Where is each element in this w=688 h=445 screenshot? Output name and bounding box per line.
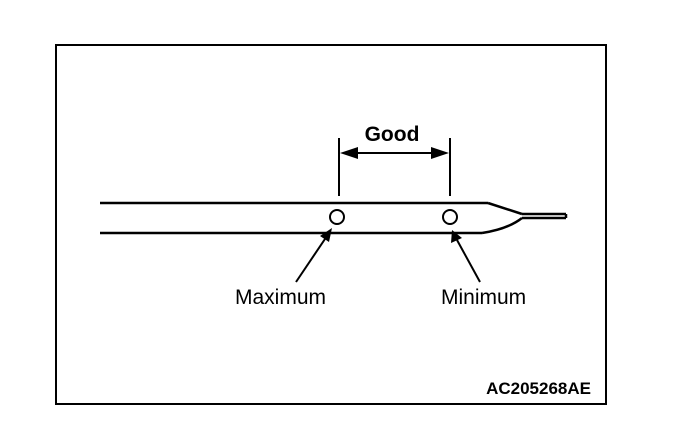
max-leader <box>295 228 332 283</box>
max-level-mark <box>329 209 345 225</box>
min-level-mark <box>442 209 458 225</box>
dipstick <box>100 201 568 235</box>
figure-code: AC205268AE <box>486 379 591 398</box>
good-range-dimension <box>338 138 451 196</box>
good-range-label: Good <box>365 123 420 146</box>
figure-frame <box>55 44 607 405</box>
min-leader <box>451 230 481 283</box>
max-label: Maximum <box>235 286 326 309</box>
min-label: Minimum <box>441 286 526 309</box>
